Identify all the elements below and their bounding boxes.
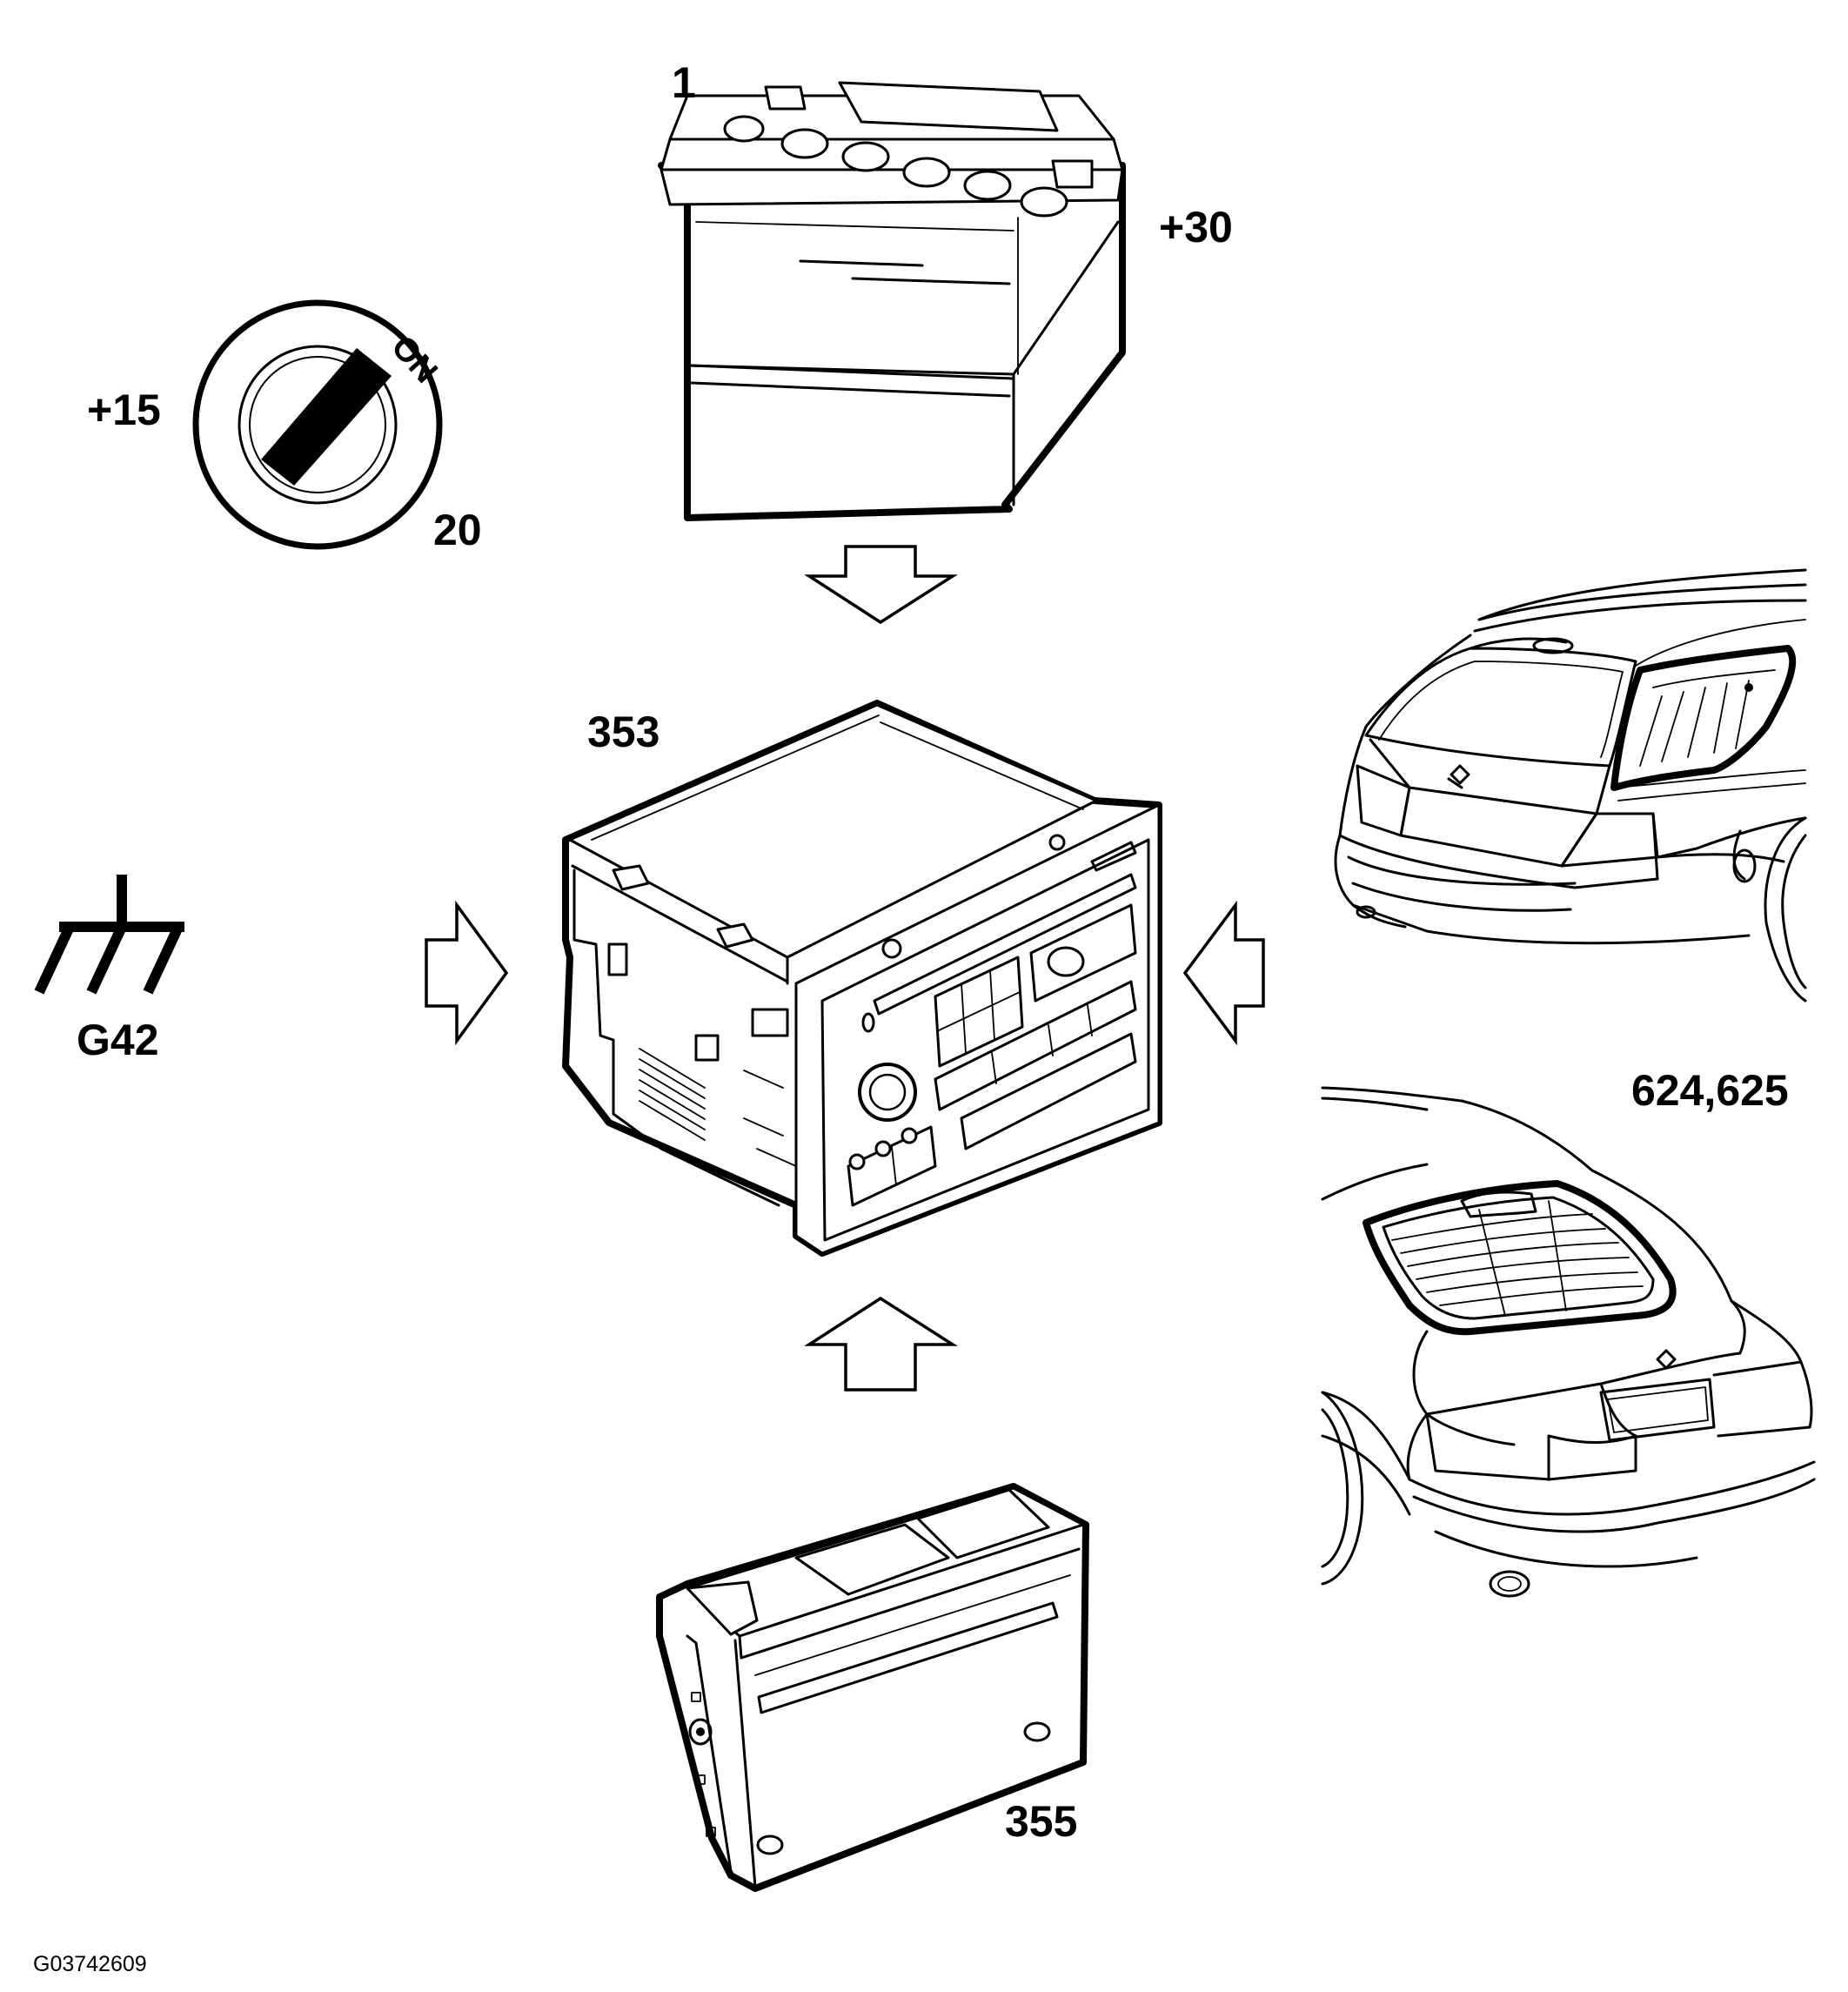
sedan-rear-icon	[1321, 1086, 1816, 1598]
figure-code: G03742609	[33, 1952, 147, 1976]
battery-icon	[658, 81, 1126, 521]
radio-unit-label: 353	[587, 708, 660, 756]
ground-symbol-icon	[34, 875, 184, 995]
window-antennas-label: 624,625	[1631, 1066, 1789, 1115]
battery-terminal-label: +30	[1159, 203, 1233, 252]
cd-changer-label: 355	[1005, 1797, 1077, 1846]
ignition-switch-label: 20	[433, 506, 482, 554]
cd-changer-icon	[656, 1483, 1089, 1892]
ignition-switch-icon: ON	[192, 299, 445, 550]
wagon-rear-icon	[1334, 568, 1807, 1003]
radio-unit-icon	[562, 700, 1162, 1257]
ignition-terminal-label: +15	[87, 386, 161, 434]
arrow-icon	[425, 545, 1265, 1392]
battery-label: 1	[672, 58, 696, 107]
ground-label: G42	[77, 1016, 159, 1064]
